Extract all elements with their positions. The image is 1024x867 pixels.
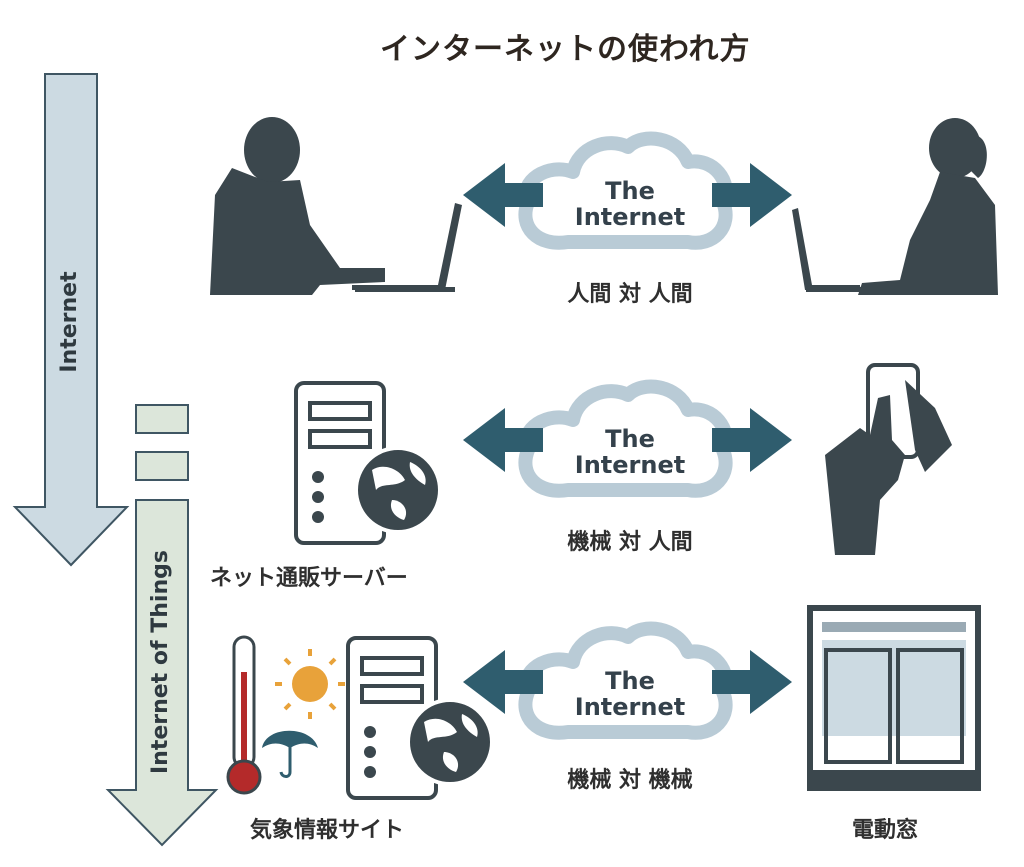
thermometer-icon (226, 635, 262, 795)
man-at-laptop-icon (210, 117, 462, 295)
sun-icon (275, 649, 345, 719)
hand-smartphone-icon (825, 363, 952, 555)
iot-arrow-label: Internet of Things (148, 550, 173, 774)
umbrella-icon (262, 730, 318, 778)
relation-label-row2: 機械 対 人間 (567, 530, 693, 555)
relation-label-row3: 機械 対 機械 (567, 768, 693, 793)
woman-at-laptop-icon (792, 118, 998, 295)
page-title: インターネットの使われ方 (380, 32, 751, 67)
electric-window-icon (807, 605, 981, 791)
iot-down-arrow (105, 404, 219, 847)
caption-electric-window: 電動窓 (852, 818, 919, 843)
weather-globe-icon (406, 698, 494, 786)
internet-arrow-label: Internet (57, 271, 82, 373)
internet-down-arrow (12, 73, 130, 567)
globe-icon (354, 446, 442, 534)
caption-online-store-server: ネット通販サーバー (210, 566, 408, 591)
relation-label-row1: 人間 対 人間 (567, 282, 693, 307)
caption-weather-site: 気象情報サイト (250, 818, 405, 843)
